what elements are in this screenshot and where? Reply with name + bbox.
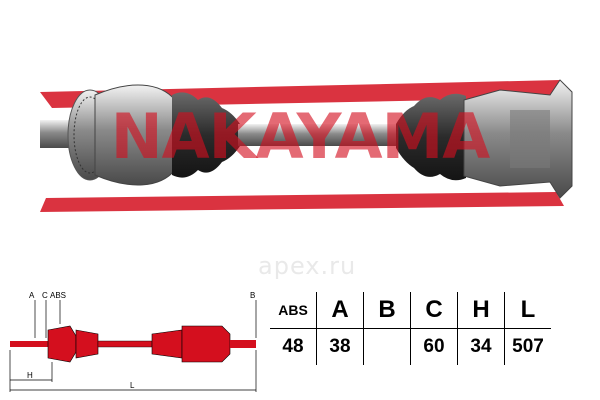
label-abs: ABS xyxy=(50,291,66,300)
label-h: H xyxy=(27,371,33,380)
diagram-silhouette xyxy=(10,325,256,363)
spec-value-c: 60 xyxy=(410,328,458,365)
spec-value-b xyxy=(363,328,411,365)
label-b: B xyxy=(250,291,255,300)
spec-header-row: ABS A B C H L xyxy=(270,292,551,329)
spec-value-row: 48 38 60 34 507 xyxy=(270,328,551,365)
watermark: apex.ru xyxy=(258,252,357,280)
right-tripod-housing xyxy=(463,79,573,199)
left-boot xyxy=(172,92,240,178)
driveshaft-photo: NAKAYAMA xyxy=(40,79,573,212)
spec-header-l: L xyxy=(504,292,551,329)
label-c: C xyxy=(42,291,48,300)
spec-header-abs: ABS xyxy=(270,292,317,329)
right-boot xyxy=(396,93,466,181)
spec-value-l: 507 xyxy=(504,328,551,365)
spec-header-b: B xyxy=(363,292,411,329)
left-cv-joint xyxy=(40,84,176,186)
spec-header-a: A xyxy=(316,292,364,329)
drive-shaft xyxy=(238,124,398,146)
spec-value-abs: 48 xyxy=(282,336,304,357)
spec-value-h: 34 xyxy=(457,328,505,365)
spec-header-c: C xyxy=(410,292,458,329)
spec-header-h: H xyxy=(457,292,505,329)
label-a: A xyxy=(29,291,35,300)
spec-table: ABS A B C H L 48 38 60 34 507 xyxy=(270,292,551,365)
dimension-diagram: A C ABS B H L xyxy=(9,291,257,392)
brand-logo: NAKAYAMA xyxy=(111,100,491,173)
label-l: L xyxy=(130,381,135,390)
dimension-lines xyxy=(9,300,257,392)
spec-value-a: 38 xyxy=(316,328,364,365)
